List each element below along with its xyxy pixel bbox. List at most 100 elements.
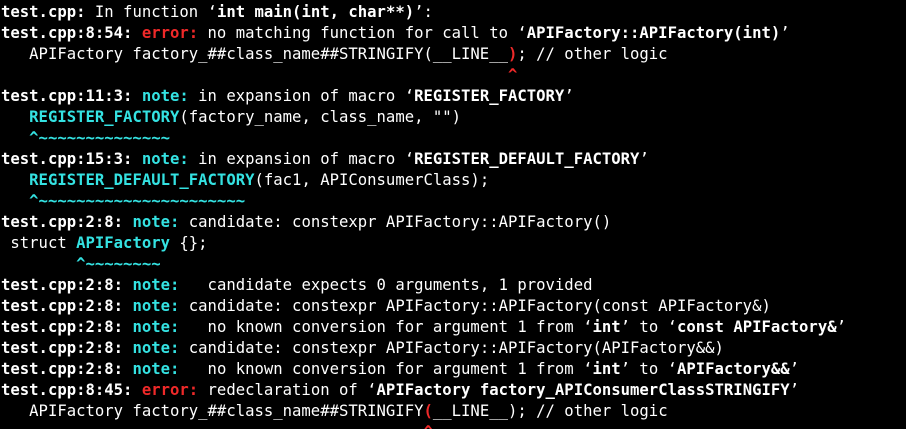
terminal-text-segment: (factory_name, class_name, "") [179,108,462,126]
terminal-text-segment: test.cpp:11:3: [1,87,142,105]
terminal-text-segment: no known conversion for argument 1 from [188,318,584,336]
terminal-text-segment: ’ [789,360,800,378]
terminal-text-segment: ‘ [404,150,415,168]
terminal-text-segment: APIFactory factory_##class_name##STRINGI… [1,402,424,420]
terminal-line: test.cpp: In function ‘int main(int, cha… [1,2,906,23]
terminal-line: test.cpp:2:8: note: candidate: constexpr… [1,212,906,233]
terminal-text-segment: error: [141,24,208,42]
terminal-line: APIFactory factory_##class_name##STRINGI… [1,401,906,422]
terminal-text-segment: ^~~~~~~~~~~~~~~ [1,129,170,147]
terminal-line: test.cpp:8:54: error: no matching functi… [1,23,906,44]
terminal-text-segment: ‘ [583,360,593,378]
terminal-text-segment: test.cpp:2:8: [1,360,133,378]
terminal-text-segment: ‘ [667,360,677,378]
terminal-text-segment: ( [423,402,433,420]
terminal-text-segment: __LINE__); // other logic [432,402,668,420]
terminal-text-segment: note: [132,339,189,357]
terminal-text-segment: in expansion of macro [198,150,405,168]
terminal-text-segment: const APIFactory& [677,318,837,336]
terminal-text-segment: ’ [639,150,649,168]
terminal-line: test.cpp:2:8: note: candidate expects 0 … [1,275,906,296]
terminal-text-segment: ’: [414,3,433,21]
terminal-text-segment: test.cpp:2:8: [1,297,133,315]
terminal-text-segment: test.cpp:2:8: [1,276,133,294]
terminal-text-segment: in expansion of macro [198,87,405,105]
terminal-text-segment: ’ [836,318,846,336]
terminal-text-segment: REGISTER_DEFAULT_FACTORY [29,171,255,189]
terminal-text-segment: ‘ [367,381,377,399]
terminal-line: test.cpp:2:8: note: candidate: constexpr… [1,296,906,317]
terminal-line: ^ [1,422,906,429]
terminal-text-segment: candidate: constexpr APIFactory::APIFact… [188,339,724,357]
terminal-text-segment: ’ [564,87,574,105]
terminal-text-segment: int main(int, char**) [216,3,415,21]
terminal-text-segment: test.cpp:8:45: [1,381,142,399]
terminal-text-segment: ’ to [620,318,668,336]
terminal-text-segment: note: [141,150,199,168]
terminal-text-segment: APIFactory&& [677,360,790,378]
terminal-text-segment: REGISTER_FACTORY [414,87,565,105]
terminal-line: REGISTER_FACTORY(factory_name, class_nam… [1,107,906,128]
terminal-text-segment: test.cpp: [1,3,86,21]
terminal-text-segment: note: [132,297,189,315]
terminal-text-segment: ; // other logic [517,45,668,63]
terminal-text-segment: test.cpp:2:8: [1,339,133,357]
terminal-text-segment: int [592,360,621,378]
terminal-text-segment: candidate: constexpr APIFactory::APIFact… [188,213,612,231]
terminal-text-segment: REGISTER_FACTORY [29,108,180,126]
terminal-text-segment: ’ to [620,360,668,378]
terminal-text-segment: APIFactory::APIFactory(int) [526,24,781,42]
terminal-line: ^~~~~~~~~~~~~~~ [1,128,906,149]
terminal-text-segment [1,108,29,126]
terminal-text-segment: candidate expects 0 arguments, 1 provide… [188,276,593,294]
terminal-text-segment: struct [1,234,77,252]
terminal-text-segment [1,171,29,189]
terminal-text-segment: no known conversion for argument 1 from [188,360,584,378]
terminal-text-segment: ^ [1,66,518,84]
terminal-line: struct APIFactory {}; [1,233,906,254]
terminal-text-segment: ’ [789,381,800,399]
terminal-text-segment: redeclaration of [207,381,368,399]
terminal-text-segment: {}; [170,234,208,252]
terminal-text-segment: ‘ [517,24,527,42]
terminal-line: REGISTER_DEFAULT_FACTORY(fac1, APIConsum… [1,170,906,191]
terminal-text-segment: note: [141,87,199,105]
terminal-text-segment: REGISTER_DEFAULT_FACTORY [414,150,640,168]
terminal-text-segment: candidate: constexpr APIFactory::APIFact… [188,297,771,315]
terminal-line: test.cpp:15:3: note: in expansion of mac… [1,149,906,170]
terminal-line: test.cpp:2:8: note: candidate: constexpr… [1,338,906,359]
terminal-text-segment: APIFactory factory_APIConsumerClassSTRIN… [376,381,790,399]
terminal-line: test.cpp:8:45: error: redeclaration of ‘… [1,380,906,401]
terminal-text-segment: ^~~~~~~~~~~~~~~~~~~~~~~ [1,192,246,210]
terminal-line: ^ [1,65,906,86]
terminal-text-segment: test.cpp:8:54: [1,24,142,42]
terminal-text-segment: In function [85,3,208,21]
terminal-line: ^~~~~~~~~ [1,254,906,275]
terminal-text-segment: error: [141,381,208,399]
terminal-text-segment: ^ [1,423,432,429]
terminal-text-segment: no matching function for call to [207,24,518,42]
terminal-text-segment: APIFactory [76,234,170,252]
terminal-text-segment: ‘ [583,318,593,336]
terminal-line: ^~~~~~~~~~~~~~~~~~~~~~~ [1,191,906,212]
terminal-text-segment: ) [507,45,518,63]
terminal-text-segment: test.cpp:2:8: [1,318,133,336]
terminal-text-segment: ^~~~~~~~~ [1,255,161,273]
terminal-text-segment: note: [132,276,189,294]
terminal-line: test.cpp:2:8: note: no known conversion … [1,359,906,380]
terminal-text-segment: (fac1, APIConsumerClass); [254,171,490,189]
terminal-text-segment: note: [132,360,189,378]
terminal-text-segment: test.cpp:15:3: [1,150,142,168]
terminal-text-segment: test.cpp:2:8: [1,213,133,231]
terminal-text-segment: ‘ [207,3,217,21]
terminal-text-segment: ’ [780,24,790,42]
terminal-text-segment: APIFactory factory_##class_name##STRINGI… [1,45,508,63]
terminal-line: APIFactory factory_##class_name##STRINGI… [1,44,906,65]
terminal-text-segment: note: [132,213,189,231]
terminal-line: test.cpp:2:8: note: no known conversion … [1,317,906,338]
terminal-text-segment: ‘ [667,318,677,336]
terminal-text-segment: note: [132,318,189,336]
terminal-line: test.cpp:11:3: note: in expansion of mac… [1,86,906,107]
terminal-text-segment: int [592,318,621,336]
